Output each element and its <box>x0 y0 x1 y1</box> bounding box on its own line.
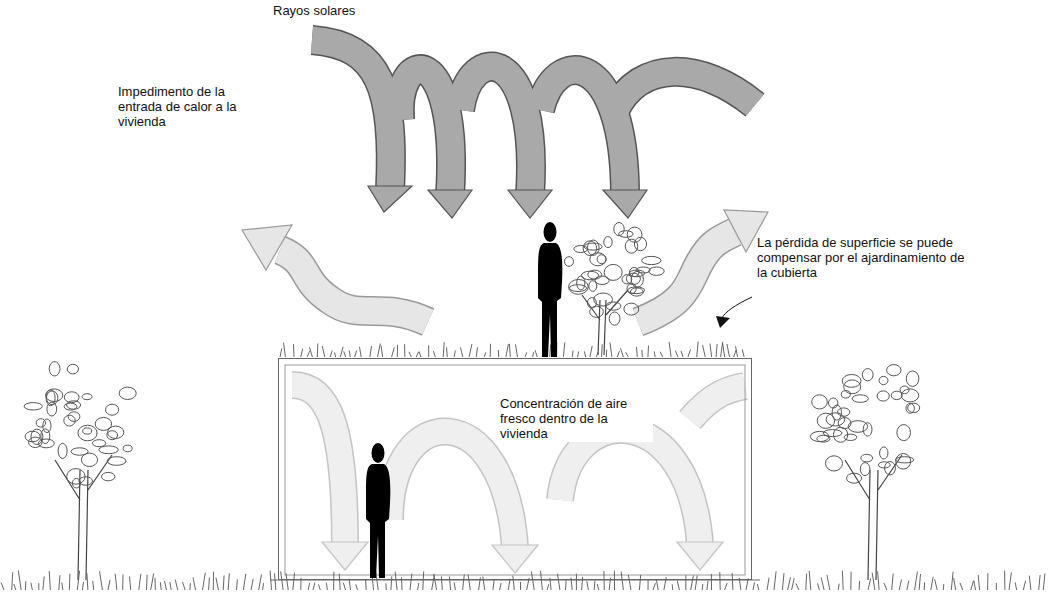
crown-loop <box>24 403 42 410</box>
heat-arrow-heads <box>242 210 768 270</box>
crown-loop <box>896 454 911 470</box>
crown-loop <box>25 431 40 442</box>
crown-loop <box>106 404 119 415</box>
crown-loop <box>46 390 55 406</box>
crown-loop <box>595 276 609 284</box>
crown-loop <box>67 469 85 485</box>
crown-loop <box>107 431 118 440</box>
crown-loop <box>628 287 645 294</box>
leader-line <box>722 297 752 318</box>
crown-loop <box>584 243 602 250</box>
crown-loop <box>649 267 664 275</box>
crown-loop <box>119 387 136 399</box>
crown-loop <box>95 417 111 430</box>
crown-loop <box>82 394 92 400</box>
crown-loop <box>847 473 862 483</box>
crown-loop <box>826 456 843 471</box>
crown-loop <box>891 391 902 399</box>
crown-loop <box>43 419 51 433</box>
crown-loop <box>906 371 919 386</box>
node-text: Concentración de aire fresco dentro de l… <box>497 395 653 442</box>
grass <box>1 342 1045 590</box>
crown-loop <box>861 454 873 462</box>
crown-loop <box>829 398 838 408</box>
crown-loop <box>625 239 638 253</box>
crown-loop <box>92 440 105 447</box>
crown-loop <box>862 369 873 381</box>
crown-loop <box>630 288 643 296</box>
crown-loop <box>810 431 829 441</box>
crown-loop <box>885 462 896 475</box>
house-section: Concentración de aire fresco dentro de l… <box>278 358 752 580</box>
crown-loop <box>31 429 43 444</box>
crown-loop <box>604 264 622 280</box>
crown-loop <box>897 425 911 441</box>
crown-loop <box>83 428 92 434</box>
leader-head <box>716 316 730 328</box>
crown-loop <box>844 380 861 394</box>
crown-loop <box>860 463 870 476</box>
crown-loop <box>887 365 901 376</box>
crown-loop <box>852 395 868 403</box>
crown-loop <box>844 434 857 440</box>
crown-loop <box>817 435 830 442</box>
tree-trunks <box>55 290 902 580</box>
crown-loop <box>123 445 132 452</box>
house-inner-wall <box>285 365 745 575</box>
person-silhouette <box>538 222 562 357</box>
crown-loop <box>614 223 624 236</box>
crown-loop <box>102 472 115 480</box>
crown-loop <box>78 425 97 441</box>
crown-loop <box>72 478 80 488</box>
crown-loop <box>880 447 888 459</box>
crown-loop <box>624 303 639 315</box>
crown-loop <box>107 457 126 466</box>
crown-loop <box>577 276 585 290</box>
crown-loop <box>901 389 918 402</box>
crown-loop <box>838 418 851 429</box>
crown-loop <box>81 453 97 466</box>
crown-loop <box>838 408 850 416</box>
annotation-label: La pérdida de superficie se puede compen… <box>757 235 975 280</box>
crown-loop <box>64 392 79 403</box>
crown-loop <box>587 298 596 308</box>
title-label: Rayos solares <box>273 3 393 18</box>
crown-loop <box>863 423 872 436</box>
crown-loop <box>879 376 888 384</box>
crown-loop <box>565 257 574 267</box>
crown-loop <box>634 237 646 250</box>
crown-loop <box>606 302 621 310</box>
person-silhouette <box>366 443 390 578</box>
crown-loop <box>58 443 67 458</box>
crown-loop <box>842 375 861 388</box>
annotation-label: Impedimento de la entrada de calor a la … <box>118 84 260 129</box>
crown-loop <box>619 231 633 238</box>
sun-ray-heads <box>368 186 647 218</box>
heat-arrows <box>280 232 735 322</box>
crown-loop <box>67 364 78 374</box>
fresh-air-arrows <box>292 385 745 548</box>
crown-loop <box>99 446 118 454</box>
crown-loop <box>642 256 661 264</box>
crown-loop <box>604 237 612 248</box>
crown-loop <box>877 391 889 401</box>
crown-loop <box>908 403 920 412</box>
crown-loop <box>812 395 828 409</box>
crown-loop <box>630 268 639 277</box>
crown-loop <box>826 413 845 426</box>
sun-rays <box>312 40 755 195</box>
crown-loop <box>64 403 77 410</box>
grass-blades <box>280 342 744 357</box>
crown-loop <box>64 415 75 426</box>
crown-loop <box>79 477 93 485</box>
crown-loop <box>609 312 620 325</box>
crown-loop <box>569 285 586 292</box>
grass-blades <box>1 570 1045 590</box>
crown-loop <box>841 391 850 398</box>
crown-loop <box>622 275 632 284</box>
crown-loop <box>49 362 60 376</box>
